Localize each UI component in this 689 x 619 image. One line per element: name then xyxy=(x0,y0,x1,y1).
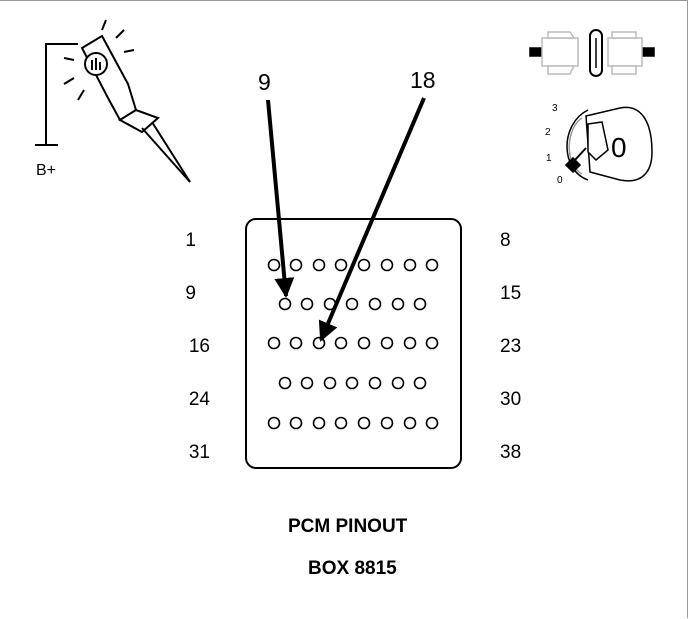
row-end-label: 30 xyxy=(500,389,522,410)
ignition-position-label: 1 xyxy=(546,153,552,164)
diagram-caption-box-number: BOX 8815 xyxy=(308,558,397,579)
ignition-switch-icon xyxy=(564,106,653,182)
callout-pin-9-label: 9 xyxy=(258,69,271,95)
connector-pin-hole xyxy=(425,336,439,350)
callout-pin-18-label: 18 xyxy=(410,67,436,93)
connector-pin-hole xyxy=(357,416,371,430)
test-light-icon xyxy=(35,19,191,183)
connector-pin-hole xyxy=(267,416,281,430)
connector-pin-hole xyxy=(380,258,394,272)
row-end-label: 8 xyxy=(500,230,511,251)
connector-pin-hole xyxy=(425,416,439,430)
row-start-label: 9 xyxy=(185,283,196,304)
connector-pin-hole xyxy=(289,258,303,272)
connector-pin-hole xyxy=(334,416,348,430)
row-start-label: 16 xyxy=(188,336,210,357)
connector-pin-hole xyxy=(391,297,405,311)
callout-arrow-pin-18 xyxy=(318,97,426,342)
callout-arrow-pin-9 xyxy=(266,99,295,298)
connector-pin-hole xyxy=(357,336,371,350)
diagram-caption-title: PCM PINOUT xyxy=(288,516,408,537)
connector-pin-group xyxy=(267,258,439,430)
connector-pin-hole xyxy=(425,258,439,272)
row-start-label: 24 xyxy=(188,389,210,410)
connector-pin-hole xyxy=(278,297,292,311)
connector-icon xyxy=(529,29,655,77)
connector-pin-hole xyxy=(323,376,337,390)
connector-pin-hole xyxy=(267,336,281,350)
connector-pin-hole xyxy=(403,336,417,350)
battery-positive-label: B+ xyxy=(36,162,57,179)
connector-pin-hole xyxy=(391,376,405,390)
connector-pin-hole xyxy=(334,336,348,350)
connector-pin-hole xyxy=(380,416,394,430)
connector-pin-hole xyxy=(300,376,314,390)
connector-pin-hole xyxy=(403,258,417,272)
connector-pin-hole xyxy=(267,258,281,272)
connector-pin-hole xyxy=(368,297,382,311)
row-start-label: 1 xyxy=(185,230,196,251)
connector-pin-hole xyxy=(345,376,359,390)
connector-pin-hole xyxy=(300,297,314,311)
connector-pin-hole xyxy=(312,416,326,430)
ignition-position-label: 3 xyxy=(552,103,558,114)
connector-pin-hole xyxy=(380,336,394,350)
connector-pin-hole xyxy=(334,258,348,272)
connector-pin-hole xyxy=(413,297,427,311)
ignition-position-label: 2 xyxy=(545,127,551,138)
connector-pin-hole xyxy=(312,258,326,272)
row-end-label: 23 xyxy=(500,336,522,357)
connector-pin-hole xyxy=(357,258,371,272)
ignition-key-label: 0 xyxy=(611,132,627,163)
connector-pin-hole xyxy=(289,416,303,430)
ignition-position-label: 0 xyxy=(557,175,563,186)
row-end-label: 15 xyxy=(500,283,522,304)
connector-pin-hole xyxy=(368,376,382,390)
row-start-label: 31 xyxy=(188,442,210,463)
row-end-label: 38 xyxy=(500,442,522,463)
connector-pin-hole xyxy=(345,297,359,311)
connector-pin-hole xyxy=(289,336,303,350)
pcm-connector-body xyxy=(245,218,462,469)
connector-pin-hole xyxy=(403,416,417,430)
connector-pin-hole xyxy=(278,376,292,390)
connector-pin-hole xyxy=(413,376,427,390)
